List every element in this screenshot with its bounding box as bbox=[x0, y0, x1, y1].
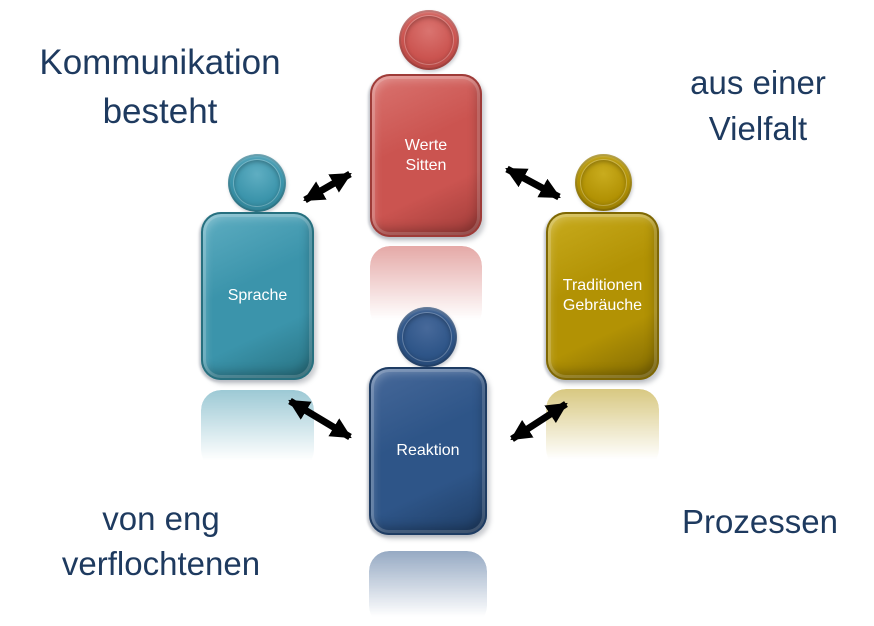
person-body: Reaktion bbox=[369, 367, 487, 535]
figure-reflection bbox=[369, 551, 487, 626]
text-top-left: Kommunikation besteht bbox=[39, 43, 281, 131]
person-body: Traditionen Gebräuche bbox=[546, 212, 659, 380]
text-bottom-left: von eng verflochtenen bbox=[61, 500, 261, 582]
person-head-icon bbox=[575, 154, 632, 211]
double-arrow-werte-traditionen bbox=[505, 165, 561, 201]
figure-label: Reaktion bbox=[396, 442, 460, 459]
text-top-right: aus einer Vielfalt bbox=[690, 64, 826, 147]
double-arrow-sprache-werte bbox=[303, 170, 352, 204]
figure-label: Werte Sitten bbox=[404, 136, 448, 174]
person-head-icon bbox=[399, 10, 459, 70]
figure-label: Sprache bbox=[227, 287, 288, 304]
figure-reflection bbox=[201, 390, 314, 470]
person-body: Werte Sitten bbox=[370, 74, 482, 237]
person-body: Sprache bbox=[201, 212, 314, 380]
person-head-icon bbox=[397, 307, 457, 367]
person-head-icon bbox=[228, 154, 286, 212]
figure-label: Traditionen Gebräuche bbox=[562, 277, 643, 314]
figure-reflection bbox=[546, 389, 659, 469]
text-bottom-right: Prozessen bbox=[682, 503, 838, 540]
